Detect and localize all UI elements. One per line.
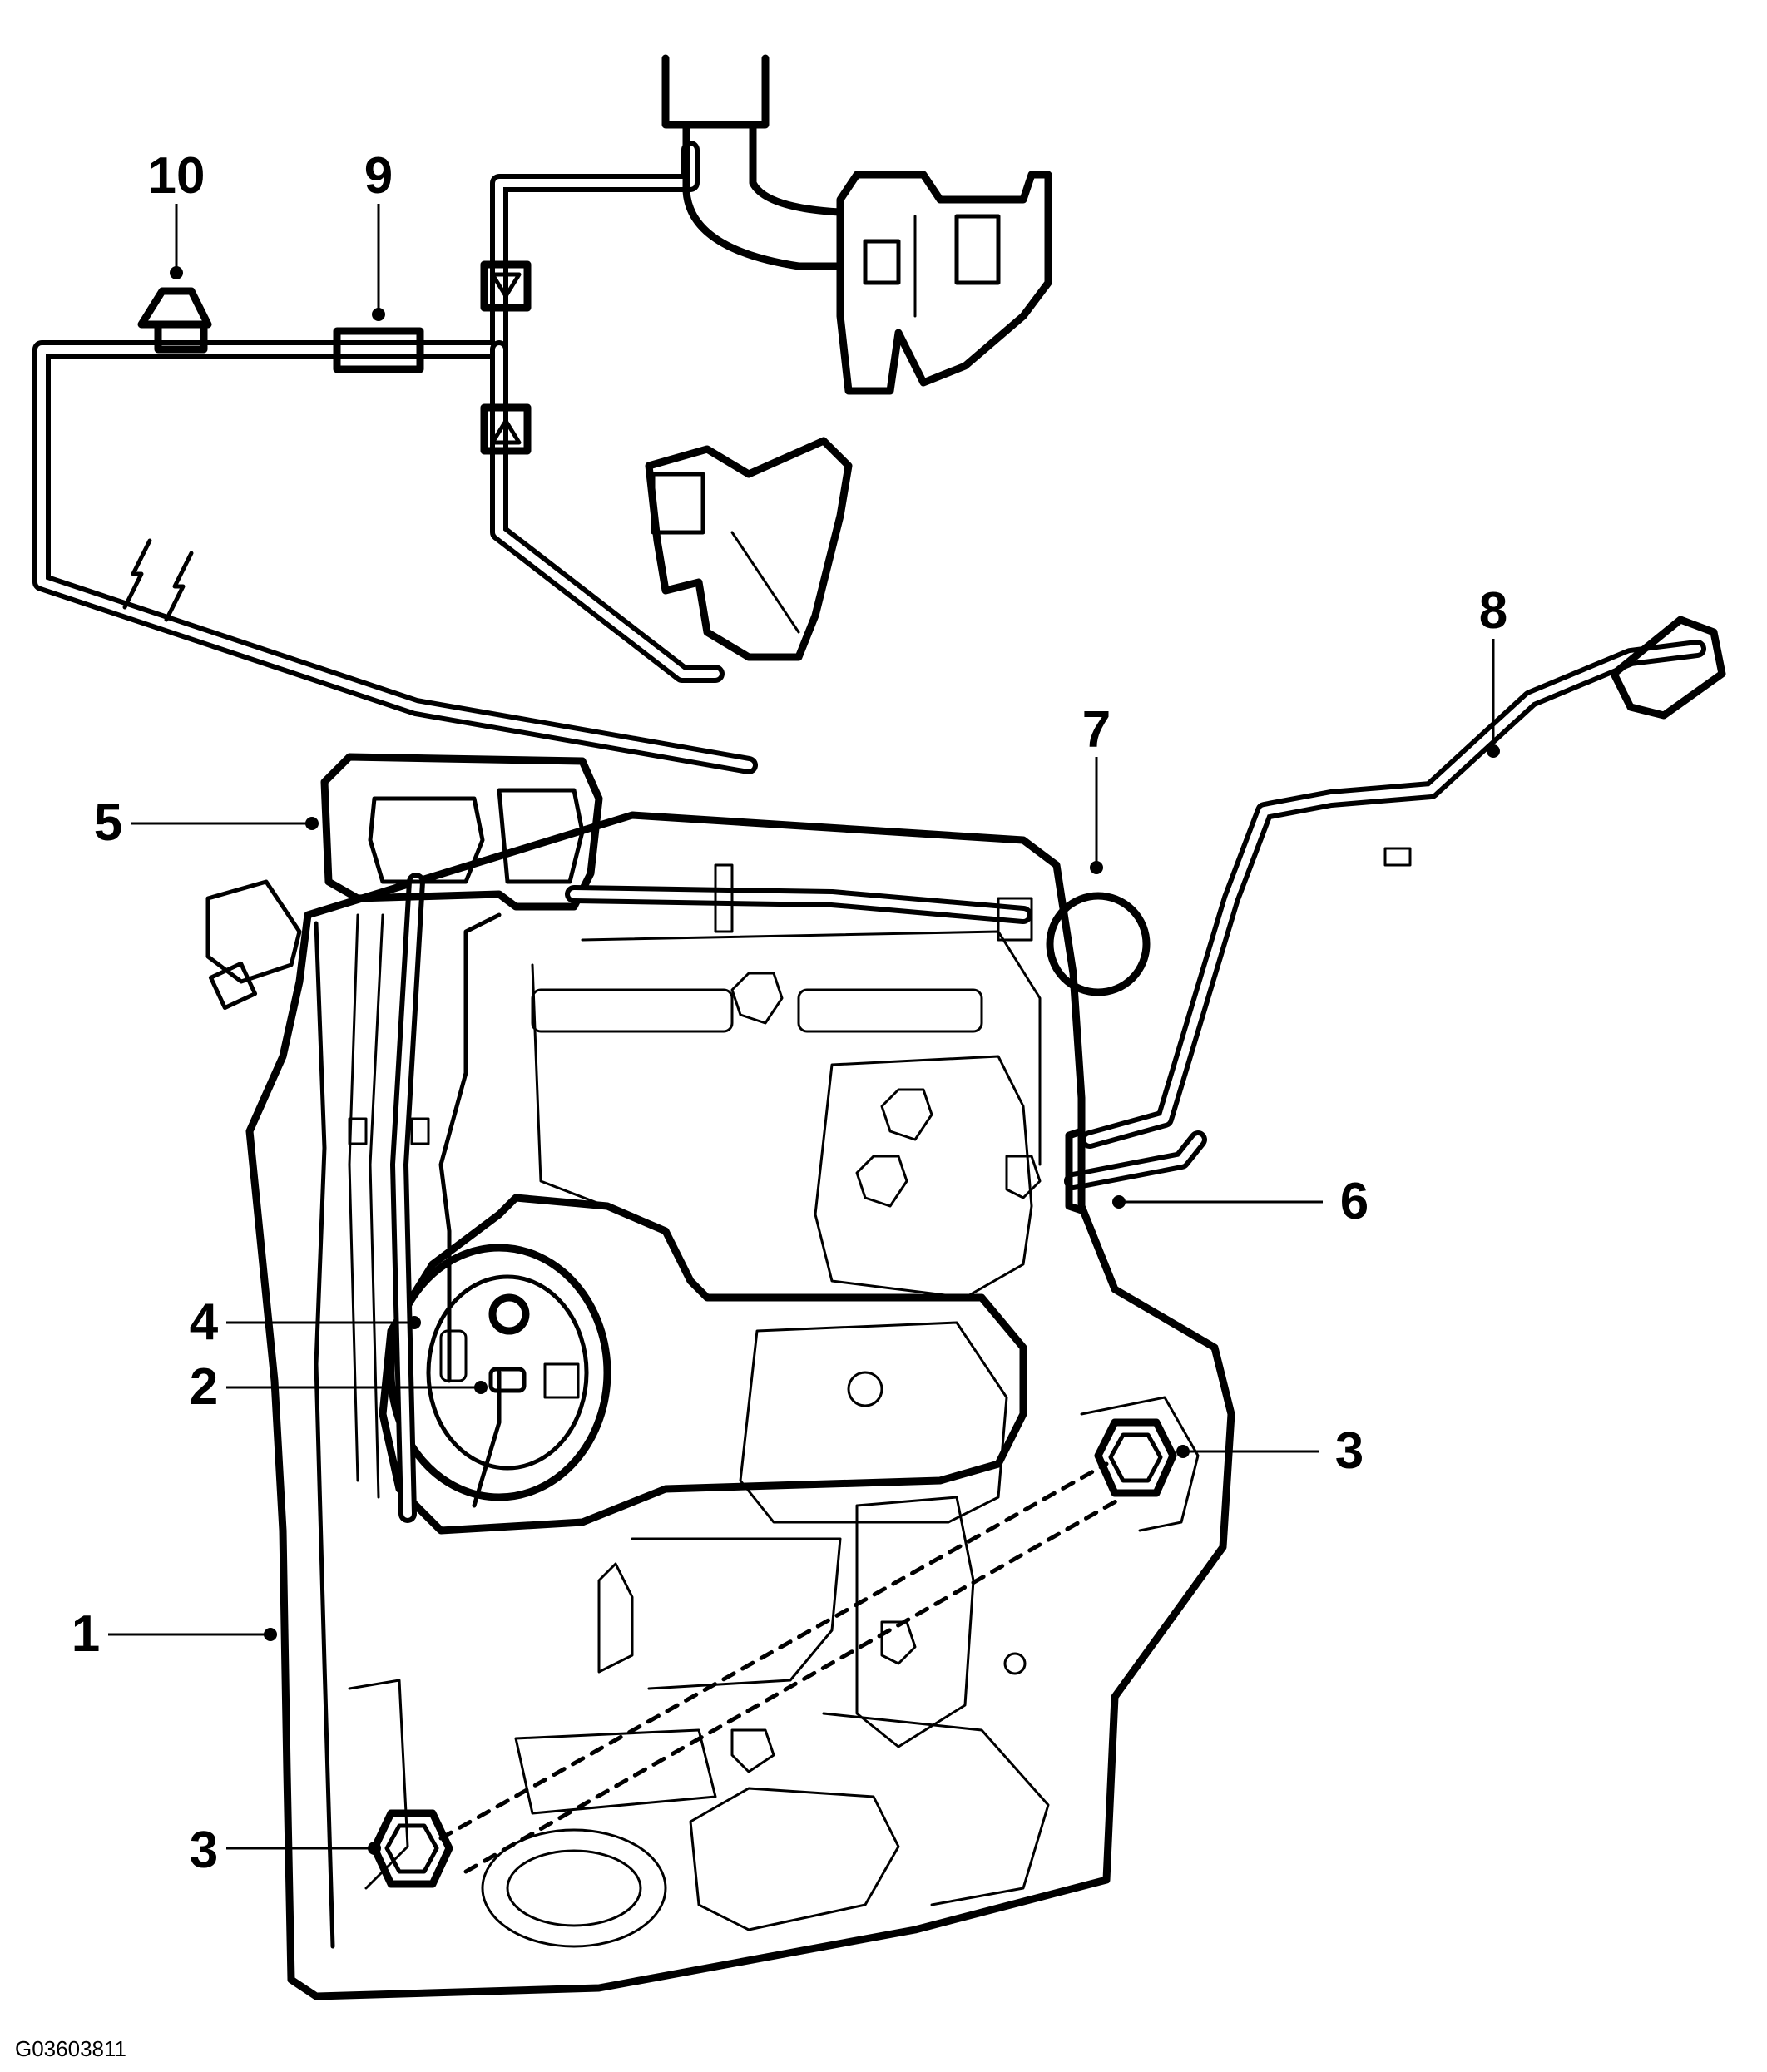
figure-id: G03603811: [15, 2036, 126, 2061]
callout-9: 9: [364, 147, 393, 321]
svg-text:2: 2: [190, 1358, 218, 1416]
check-valve-lower: [480, 403, 532, 455]
fuel-return-pipe: [565, 863, 1033, 942]
filter-component: [333, 327, 424, 373]
vent-cap-component: [137, 287, 212, 354]
svg-text:3: 3: [190, 1822, 218, 1879]
callout-1: 1: [72, 1605, 277, 1663]
evap-canister-lower: [645, 437, 853, 661]
callout-6: 6: [1112, 1173, 1369, 1230]
callout-7: 7: [1082, 701, 1111, 874]
callout-8: 8: [1479, 582, 1507, 758]
svg-text:10: 10: [148, 147, 205, 205]
tank-straps: [370, 1418, 1177, 1888]
svg-text:7: 7: [1082, 701, 1111, 759]
svg-text:3: 3: [1335, 1422, 1364, 1480]
fuel-lines: [348, 873, 502, 1523]
roll-over-valve: [1046, 892, 1151, 996]
svg-text:5: 5: [94, 794, 122, 852]
callout-3-upper: 3: [1176, 1422, 1364, 1480]
fuel-pump-assembly: [379, 1194, 1027, 1535]
check-valve-upper: [480, 260, 532, 312]
svg-text:4: 4: [190, 1293, 219, 1351]
strap-nut-upper: [1094, 1418, 1177, 1497]
callout-10: 10: [148, 147, 205, 279]
callout-3-lower: 3: [190, 1822, 381, 1879]
filler-neck: [1064, 616, 1726, 1214]
fuel-tank-body: [245, 811, 1235, 2000]
svg-text:8: 8: [1479, 582, 1507, 640]
svg-text:9: 9: [364, 147, 393, 205]
svg-text:6: 6: [1340, 1173, 1369, 1230]
callout-2: 2: [190, 1358, 488, 1416]
callout-4: 4: [190, 1293, 421, 1351]
svg-text:1: 1: [72, 1605, 100, 1663]
evap-canister-upper: [836, 171, 1052, 395]
callout-5: 5: [94, 794, 319, 852]
canister-module: [205, 753, 603, 1011]
